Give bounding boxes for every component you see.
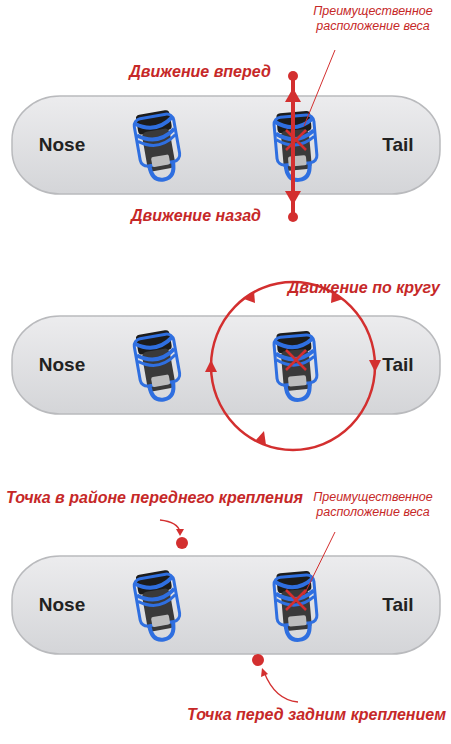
snowboard: Nose Tail xyxy=(12,96,440,194)
point-label: Точка перед задним креплением xyxy=(187,706,446,724)
tail-label: Tail xyxy=(382,354,413,376)
motion-label: Движение назад xyxy=(131,207,261,225)
motion-label: Движение по кругу xyxy=(288,279,440,297)
tail-label: Tail xyxy=(382,134,413,156)
snowboard: Nose Tail xyxy=(12,556,440,654)
weight-note: Преимущественное расположение веса xyxy=(299,490,447,520)
nose-label: Nose xyxy=(39,354,85,376)
snowboard: Nose Tail xyxy=(12,316,440,414)
weight-note: Преимущественное расположение веса xyxy=(299,4,447,34)
nose-label: Nose xyxy=(39,594,85,616)
point-label: Точка в районе переднего крепления xyxy=(6,489,303,507)
nose-label: Nose xyxy=(39,134,85,156)
tail-label: Tail xyxy=(382,594,413,616)
motion-label: Движение вперед xyxy=(129,63,271,81)
